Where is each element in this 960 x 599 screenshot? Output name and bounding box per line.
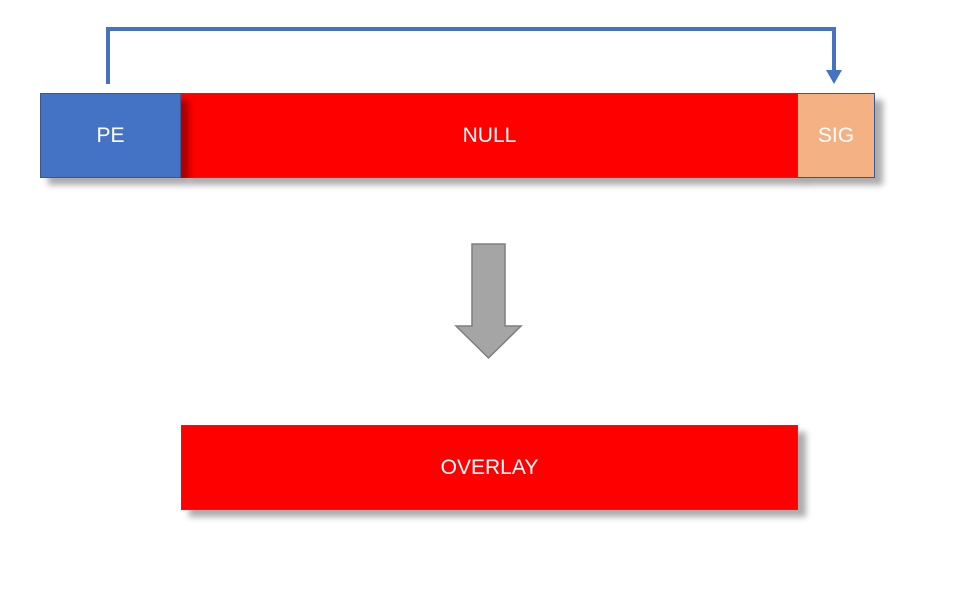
connector-arrowhead-icon (826, 70, 842, 84)
overlay-block: OVERLAY (181, 425, 798, 510)
sig-label: SIG (817, 123, 855, 147)
overlay-label: OVERLAY (440, 455, 539, 479)
null-label: NULL (462, 123, 517, 147)
pe-to-sig-connector-arrow (106, 27, 836, 84)
sig-block: SIG (797, 93, 875, 178)
null-block: NULL (181, 93, 798, 178)
down-arrow-icon (454, 243, 523, 360)
pe-label: PE (96, 123, 125, 147)
pe-block: PE (40, 93, 181, 178)
